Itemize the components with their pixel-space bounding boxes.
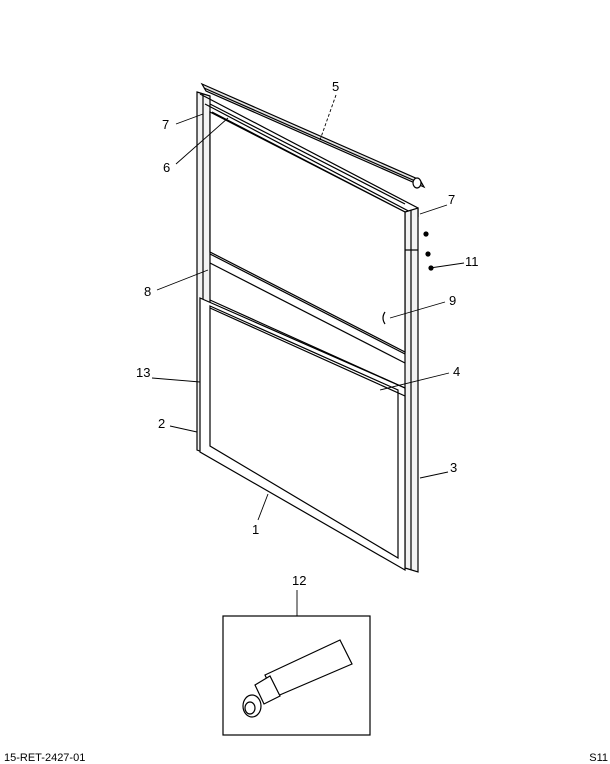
callout-labels: 5 7 6 7 11 8 9 13 4 2 3 1 12	[136, 79, 479, 588]
callout-9: 9	[449, 293, 456, 308]
right-stile-part-3	[404, 207, 419, 573]
callout-4: 4	[453, 364, 460, 379]
leader-lines	[151, 94, 465, 616]
callout-13: 13	[136, 365, 150, 380]
callout-7: 7	[162, 117, 169, 132]
screws-part-11	[423, 231, 434, 271]
callout-3: 3	[450, 460, 457, 475]
callout-2: 2	[158, 416, 165, 431]
sealant-tube-icon	[242, 639, 353, 718]
lower-panel-part-1	[199, 297, 406, 572]
callout-5: 5	[332, 79, 339, 94]
callout-6: 6	[163, 160, 170, 175]
callout-11: 11	[465, 254, 479, 269]
divider-bar-part-8	[209, 253, 406, 364]
callout-12: 12	[292, 573, 306, 588]
figure-id: 15-RET-2427-01	[4, 752, 86, 764]
sealant-box	[222, 615, 371, 736]
bar-part-4	[209, 299, 406, 389]
upper-glass	[209, 111, 406, 353]
clip-part-9	[382, 311, 386, 325]
callout-8: 8	[144, 284, 151, 299]
sheet-id: S11	[589, 752, 608, 764]
callout-1: 1	[252, 522, 259, 537]
top-rail-part-5	[200, 82, 426, 189]
callout-7: 7	[448, 192, 455, 207]
